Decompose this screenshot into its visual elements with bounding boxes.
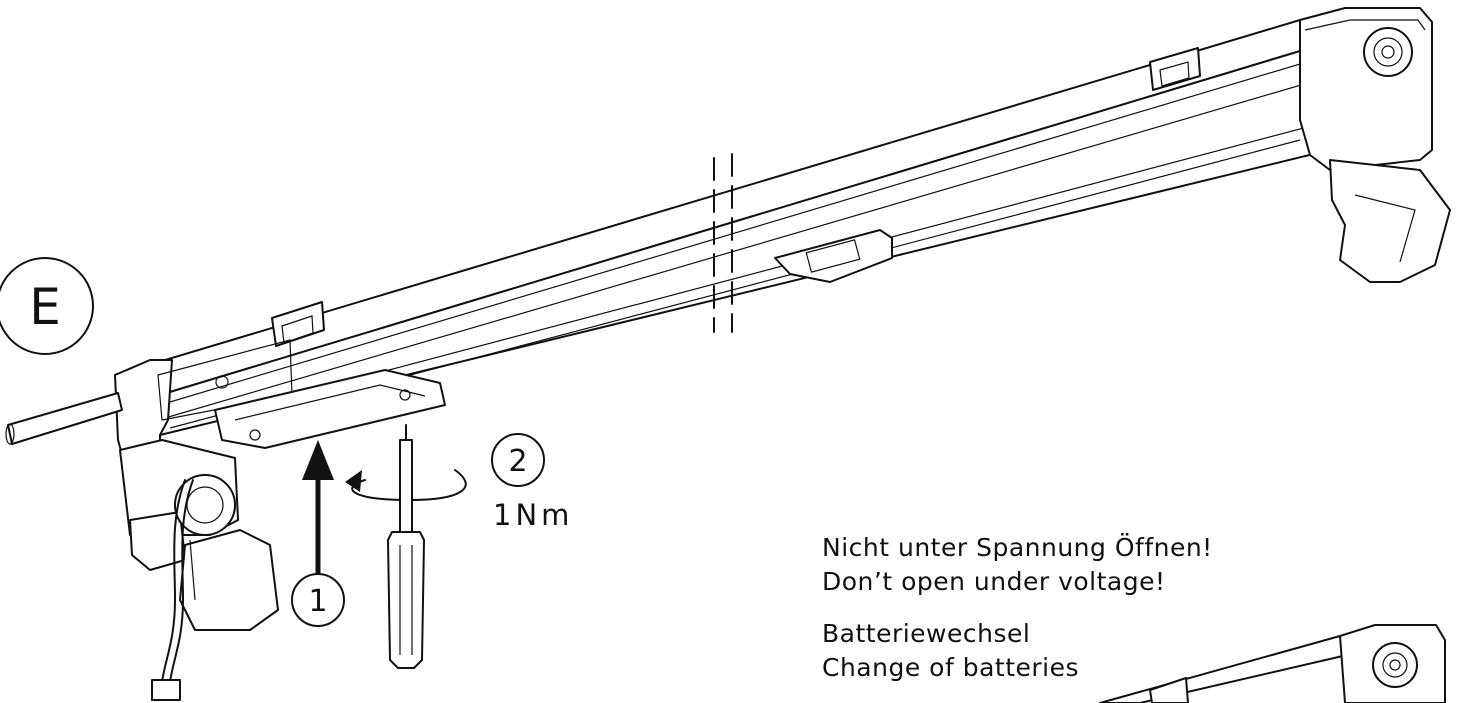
drive-rod bbox=[5, 392, 123, 445]
step-1-label: 1 bbox=[308, 584, 327, 619]
screwdriver-icon bbox=[387, 424, 425, 669]
cable-connector bbox=[151, 479, 194, 701]
battery-change-english: Change of batteries bbox=[822, 653, 1079, 682]
torque-spec: 1Nm bbox=[493, 498, 573, 532]
drive-gear-right bbox=[1363, 27, 1413, 77]
instruction-text: Nicht unter Spannung Öffnen! Don’t open … bbox=[822, 533, 1213, 682]
warning-english: Don’t open under voltage! bbox=[822, 567, 1166, 596]
battery-change-german: Batteriewechsel bbox=[822, 619, 1030, 648]
step-1-badge: 1 bbox=[291, 573, 345, 627]
right-cover-flap bbox=[1329, 159, 1451, 283]
type-plate bbox=[774, 229, 893, 283]
section-badge: E bbox=[0, 257, 94, 355]
mounting-clip-right bbox=[1149, 47, 1201, 91]
warning-german: Nicht unter Spannung Öffnen! bbox=[822, 533, 1213, 562]
operator-housing bbox=[114, 7, 1433, 466]
battery-cover bbox=[214, 369, 446, 449]
left-drive-unit bbox=[119, 439, 279, 631]
step-2-label: 2 bbox=[508, 444, 527, 479]
break-lines bbox=[713, 153, 733, 333]
preview-housing bbox=[1099, 624, 1446, 703]
mounting-clip-left bbox=[271, 301, 325, 347]
step-2-badge: 2 bbox=[491, 433, 545, 487]
section-label: E bbox=[29, 278, 61, 336]
